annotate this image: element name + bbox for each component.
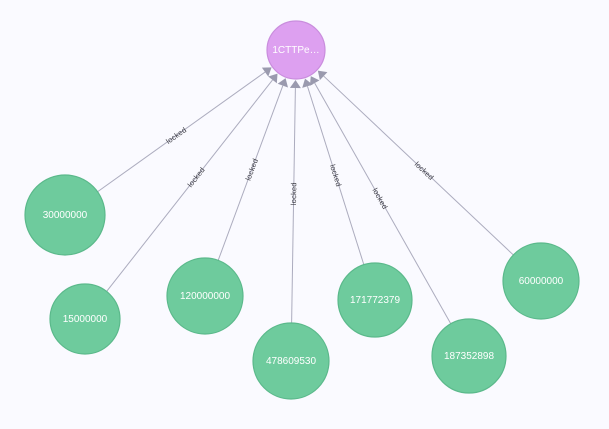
- graph-edge[interactable]: [323, 75, 514, 256]
- graph-edge[interactable]: [97, 71, 266, 193]
- graph-node-leaf[interactable]: 120000000: [166, 257, 244, 335]
- node-label: 187352898: [444, 351, 494, 362]
- graph-edge[interactable]: [291, 87, 296, 324]
- edge-label: locked: [186, 165, 207, 189]
- graph-edge[interactable]: [217, 85, 284, 261]
- graph-node-leaf[interactable]: 478609530: [252, 322, 330, 400]
- graph-node-hub[interactable]: 1CTTPe…: [266, 20, 326, 80]
- edge-arrowhead-icon: [302, 78, 313, 88]
- edge-arrowhead-icon: [317, 70, 328, 81]
- node-label: 30000000: [43, 210, 88, 221]
- node-circle[interactable]: [24, 174, 106, 256]
- edge-arrowhead-icon: [261, 67, 272, 77]
- node-circle[interactable]: [49, 283, 121, 355]
- edge-label: locked: [244, 157, 260, 182]
- graph-node-leaf[interactable]: 187352898: [431, 318, 507, 394]
- edges-layer: [97, 67, 514, 325]
- node-circle[interactable]: [252, 322, 330, 400]
- edge-arrowhead-icon: [309, 76, 320, 86]
- edge-label: locked: [370, 186, 389, 210]
- node-circle[interactable]: [266, 20, 326, 80]
- edge-arrowhead-icon: [289, 79, 301, 89]
- node-label: 1CTTPe…: [272, 45, 319, 56]
- edge-arrowhead-icon: [277, 78, 288, 88]
- graph-node-leaf[interactable]: 60000000: [502, 242, 580, 320]
- edge-label: locked: [413, 160, 436, 182]
- node-label: 171772379: [350, 295, 400, 306]
- graph-node-leaf[interactable]: 30000000: [24, 174, 106, 256]
- edge-arrowhead-icon: [268, 73, 278, 84]
- edge-labels-layer: locked locked locked locked locked locked lock…: [164, 125, 435, 211]
- node-label: 120000000: [180, 291, 230, 302]
- graph-edge[interactable]: [106, 79, 273, 292]
- node-circle[interactable]: [166, 257, 244, 335]
- node-label: 478609530: [266, 356, 316, 367]
- graph-edge[interactable]: [314, 82, 452, 325]
- edge-label: locked: [328, 163, 343, 188]
- node-circle[interactable]: [502, 242, 580, 320]
- graph-edge[interactable]: [306, 86, 365, 265]
- node-circle[interactable]: [337, 262, 413, 338]
- node-label: 60000000: [519, 276, 564, 287]
- edge-label: locked: [289, 182, 298, 205]
- node-circle[interactable]: [431, 318, 507, 394]
- graph-node-leaf[interactable]: 171772379: [337, 262, 413, 338]
- graph-node-leaf[interactable]: 15000000: [49, 283, 121, 355]
- nodes-layer: 1CTTPe… 30000000 15000000 120000000 47860953…: [24, 20, 580, 400]
- node-label: 15000000: [63, 314, 108, 325]
- edge-label: locked: [164, 125, 188, 146]
